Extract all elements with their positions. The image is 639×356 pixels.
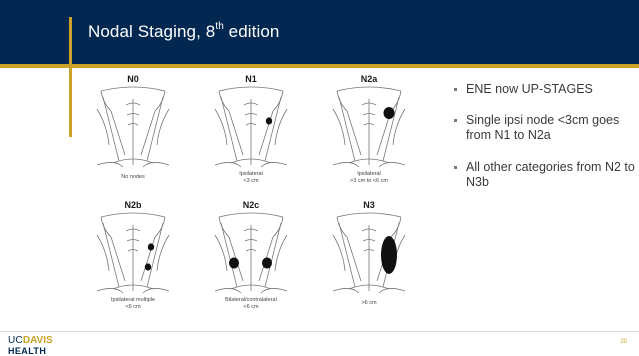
title-accent-bar	[69, 17, 72, 137]
anatomy-line	[259, 111, 273, 155]
anatomy-line	[219, 213, 283, 217]
staging-panel-n3: N3 >6 cm	[310, 194, 428, 320]
anatomy-line	[333, 162, 359, 167]
panel-label: N2b	[74, 200, 192, 210]
anatomy-line	[379, 162, 405, 167]
anatomy-line	[261, 162, 287, 167]
panel-caption: No nodes	[74, 174, 192, 181]
lymph-node	[384, 107, 395, 119]
anatomy-line	[333, 288, 359, 293]
neck-anatomy-lines	[97, 87, 169, 167]
neck-diagram	[93, 211, 173, 301]
anatomy-line	[97, 288, 123, 293]
anatomy-line	[143, 288, 169, 293]
anatomy-line	[261, 288, 287, 293]
neck-diagram	[211, 211, 291, 301]
anatomy-line	[215, 288, 241, 293]
bullet-text: ENE now UP-STAGES	[466, 82, 638, 97]
anatomy-line	[337, 87, 401, 91]
lymph-node	[381, 236, 397, 274]
panel-label: N0	[74, 74, 192, 84]
anatomy-line	[111, 237, 125, 281]
panel-caption: Ipsilateral<3 cm	[192, 171, 310, 184]
panel-caption: Ipsilateral>3 cm to <6 cm	[310, 171, 428, 184]
bullet-text: All other categories from N2 to N3b	[466, 160, 638, 190]
panel-label: N2a	[310, 74, 428, 84]
bullet-marker	[454, 166, 457, 169]
anatomy-line	[229, 111, 243, 155]
anatomy-line	[101, 213, 165, 217]
lymph-node	[262, 258, 272, 269]
panel-caption: Bilateral/contralateral<6 cm	[192, 297, 310, 310]
neck-anatomy-lines	[333, 87, 405, 167]
page-number: 20	[620, 339, 627, 345]
anatomy-line	[141, 111, 155, 155]
anatomy-line	[379, 288, 405, 293]
neck-diagram	[93, 85, 173, 175]
slide-header: Nodal Staging, 8th edition	[0, 0, 639, 64]
anatomy-line	[219, 87, 283, 91]
slide-title: Nodal Staging, 8th edition	[88, 22, 279, 42]
bullet-text: Single ipsi node <3cm goes from N1 to N2…	[466, 113, 638, 143]
lymph-node	[229, 258, 239, 269]
neck-diagram	[329, 85, 409, 175]
lymph-node	[266, 117, 272, 124]
neck-anatomy-lines	[215, 213, 287, 293]
neck-anatomy-lines	[215, 87, 287, 167]
panel-label: N2c	[192, 200, 310, 210]
ucdavis-health-logo: UCDAVIS HEALTH	[8, 334, 53, 356]
anatomy-line	[101, 87, 165, 91]
neck-diagram	[329, 211, 409, 301]
anatomy-line	[111, 111, 125, 155]
staging-panel-n2b: N2bIpsilateral multiple<6 cm	[74, 194, 192, 320]
anatomy-line	[143, 162, 169, 167]
bullet-marker	[454, 119, 457, 122]
neck-diagram	[211, 85, 291, 175]
panel-label: N3	[310, 200, 428, 210]
panel-label: N1	[192, 74, 310, 84]
panel-caption: Ipsilateral multiple<6 cm	[74, 297, 192, 310]
neck-anatomy-lines	[97, 213, 169, 293]
footer-rule	[0, 331, 639, 332]
anatomy-line	[337, 213, 401, 217]
anatomy-line	[97, 162, 123, 167]
nodal-staging-figure: N0No nodesN1Ipsilateral<3 cmN2aIpsilater…	[74, 68, 428, 320]
anatomy-line	[347, 237, 361, 281]
lymph-node	[148, 243, 154, 250]
anatomy-line	[347, 111, 361, 155]
anatomy-line	[141, 237, 155, 281]
panel-caption: >6 cm	[310, 300, 428, 307]
staging-panel-n0: N0 No nodes	[74, 68, 192, 194]
lymph-node	[145, 263, 151, 270]
bullet-marker	[454, 88, 457, 91]
anatomy-line	[215, 162, 241, 167]
